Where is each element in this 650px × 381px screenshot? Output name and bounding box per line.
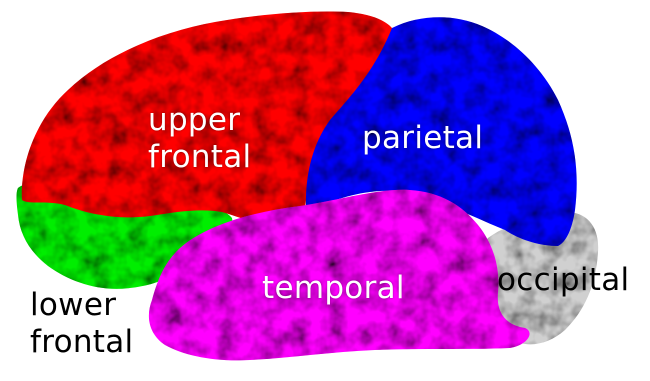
- occipital-label: occipital: [497, 262, 629, 299]
- lower-frontal-label: lower frontal: [30, 287, 133, 361]
- parietal-label: parietal: [362, 120, 483, 157]
- upper-frontal-label: upper frontal: [148, 102, 251, 176]
- temporal-label: temporal: [262, 270, 405, 307]
